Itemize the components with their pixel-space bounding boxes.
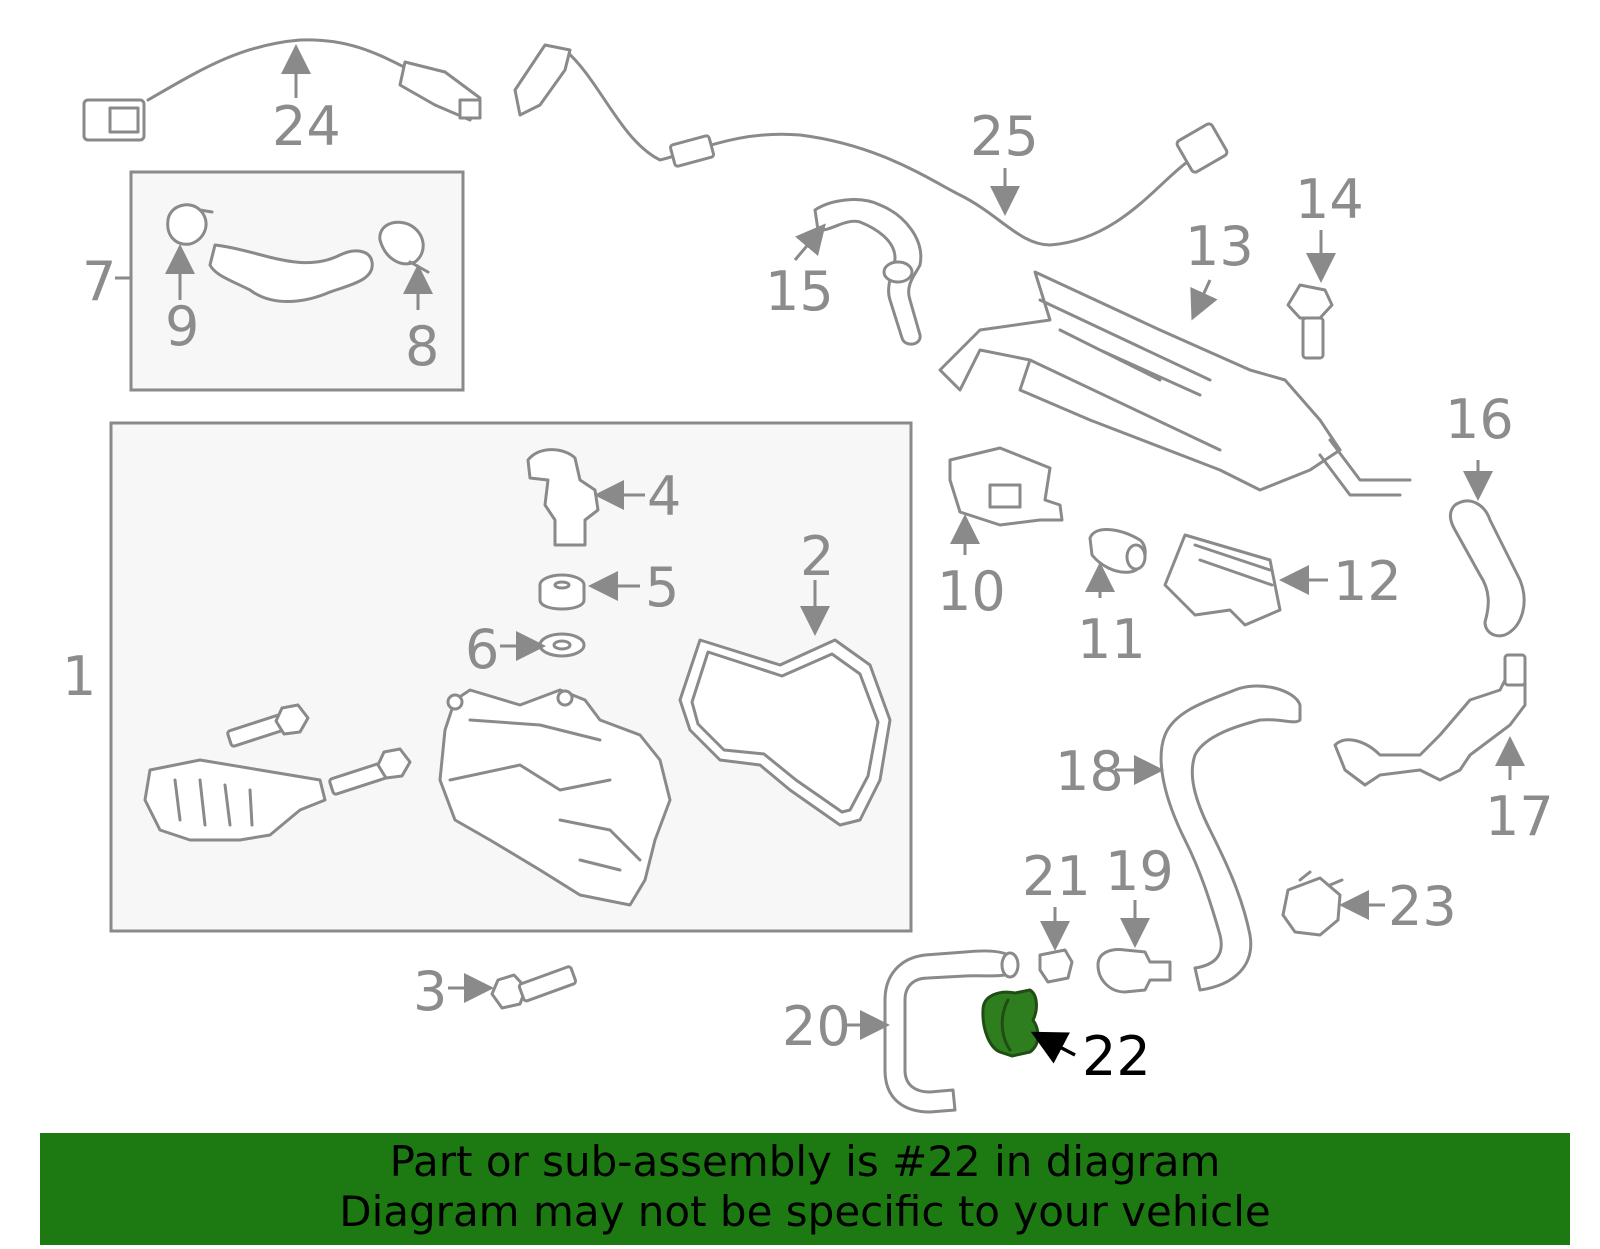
leader-lines (110, 44, 1525, 1064)
callout-12: 12 (1333, 550, 1402, 613)
callout-22: 22 (1082, 1025, 1151, 1088)
part-24-oxygen-sensor (82, 38, 482, 142)
banner-line-part: Part or sub-assembly is #22 in diagram (389, 1137, 1221, 1186)
callout-4: 4 (647, 465, 681, 528)
callout-6: 6 (465, 618, 499, 681)
part-9-clamp (166, 203, 214, 246)
part-3-bolt (490, 965, 578, 1010)
callout-9: 9 (165, 295, 199, 358)
part-25-oxygen-sensor (513, 43, 1229, 247)
part-1-bracket (143, 758, 327, 842)
callout-1: 1 (62, 645, 96, 708)
part-13-bracket (938, 270, 1412, 497)
info-banner: Part or sub-assembly is #22 in diagram D… (40, 1133, 1570, 1245)
callout-21: 21 (1022, 845, 1091, 908)
part-2-gasket (678, 638, 892, 827)
callout-14: 14 (1295, 168, 1364, 231)
callout-17: 17 (1485, 785, 1554, 848)
callout-23: 23 (1388, 875, 1457, 938)
callout-19: 19 (1105, 840, 1174, 903)
part-15-hose (813, 198, 923, 346)
callout-2: 2 (800, 525, 834, 588)
callout-16: 16 (1445, 388, 1514, 451)
banner-line-disclaimer: Diagram may not be specific to your vehi… (339, 1187, 1271, 1236)
part-1-bolt-b (328, 747, 412, 796)
part-12-damper (1163, 533, 1282, 627)
callout-24: 24 (272, 95, 341, 158)
callout-7: 7 (82, 250, 116, 313)
callout-15: 15 (765, 260, 834, 323)
part-7-hose (208, 243, 374, 303)
part-6-washer (538, 632, 586, 658)
callout-11: 11 (1077, 608, 1146, 671)
part-14-bolt (1286, 283, 1334, 360)
part-19-fitting (1096, 948, 1172, 994)
callout-5: 5 (645, 556, 679, 619)
part-17-junction (1333, 653, 1527, 787)
callout-18: 18 (1055, 740, 1124, 803)
part-18-hose (1159, 684, 1302, 992)
part-10-valve (948, 446, 1064, 527)
part-5-spacer (538, 573, 586, 611)
part-21-clip (1038, 948, 1074, 984)
part-11-sleeve (1088, 528, 1147, 574)
callout-8: 8 (405, 315, 439, 378)
part-16-hose (1449, 499, 1526, 638)
callout-3: 3 (413, 960, 447, 1023)
part-20-hose (883, 949, 1020, 1114)
callout-10: 10 (937, 560, 1006, 623)
part-4-sensor (526, 448, 600, 547)
callout-13: 13 (1185, 215, 1254, 278)
part-1-cover-assembly (438, 688, 672, 907)
callout-25: 25 (970, 105, 1039, 168)
callout-20: 20 (782, 995, 851, 1058)
part-23-clamp (1281, 870, 1344, 937)
part-1-bolt-a (226, 703, 310, 748)
callout-labels: 24 25 7 9 8 15 13 14 16 4 2 5 6 1 10 11 … (62, 95, 1554, 1088)
part-22-clamp-highlighted (981, 988, 1040, 1058)
